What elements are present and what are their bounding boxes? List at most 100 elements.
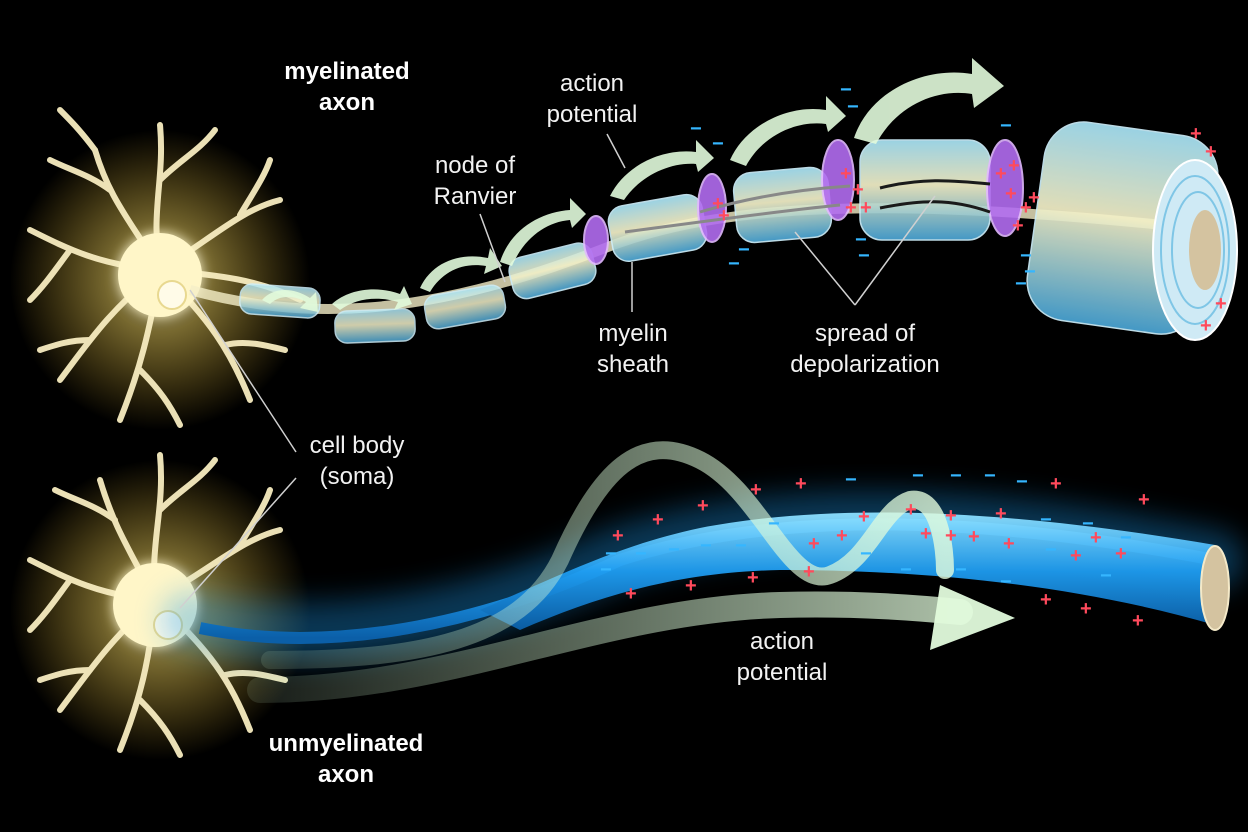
svg-text:+: +: [795, 473, 807, 495]
svg-text:−: −: [1082, 513, 1094, 535]
svg-text:−: −: [1000, 115, 1012, 137]
cell-body-label-line-1: cell body: [309, 432, 405, 459]
node-of-ranvier-label-line-2: Ranvier: [433, 183, 517, 210]
svg-text:−: −: [1000, 571, 1012, 593]
svg-text:−: −: [668, 539, 680, 561]
svg-text:+: +: [860, 197, 872, 219]
spread-of-depolarization-label-line-1: spread of: [814, 320, 916, 347]
svg-text:+: +: [920, 523, 932, 545]
svg-text:−: −: [860, 543, 872, 565]
myelinated-axon: [188, 121, 1238, 344]
svg-text:−: −: [690, 118, 702, 140]
svg-text:+: +: [1040, 589, 1052, 611]
svg-text:+: +: [1050, 473, 1062, 495]
svg-text:−: −: [1016, 471, 1028, 493]
svg-text:+: +: [968, 526, 980, 548]
svg-text:−: −: [700, 535, 712, 557]
plus-charges: ++++ ++++ ++++ ++++ ++++ ++++ +++: [612, 473, 1150, 632]
svg-text:−: −: [950, 465, 962, 487]
myelin-sheath-segments: [239, 121, 1219, 344]
svg-text:+: +: [1080, 598, 1092, 620]
action-potential-top-label: action potential: [522, 68, 662, 130]
svg-text:+: +: [845, 197, 857, 219]
action-potential-bottom-label: action potential: [712, 626, 852, 688]
svg-text:−: −: [728, 253, 740, 275]
continuous-conduction-arrows: [247, 441, 973, 703]
svg-text:+: +: [625, 583, 637, 605]
svg-text:−: −: [768, 513, 780, 535]
svg-text:−: −: [900, 559, 912, 581]
myelinated-axon-label: myelinated axon: [262, 56, 432, 118]
top-charges: ++ ++++ ++++++ ++++ −−−− −−−− −−−−: [690, 79, 1227, 337]
svg-text:+: +: [1003, 533, 1015, 555]
svg-text:+: +: [1200, 315, 1212, 337]
plus-charges: ++ ++++ ++++++ ++++: [712, 123, 1227, 337]
unmyelinated-axon-label-line-1: unmyelinated: [268, 730, 424, 757]
svg-text:+: +: [685, 575, 697, 597]
svg-text:−: −: [1040, 509, 1052, 531]
svg-text:−: −: [855, 229, 867, 251]
svg-text:+: +: [1138, 489, 1150, 511]
depolarization-arrows: [624, 179, 991, 234]
svg-text:+: +: [803, 561, 815, 583]
top-neuron-icon: [10, 107, 310, 430]
myelinated-axon-label-line-2: axon: [318, 89, 375, 116]
svg-text:+: +: [697, 495, 709, 517]
svg-text:−: −: [605, 543, 617, 565]
unmyelinated-axon-label: unmyelinated axon: [246, 728, 446, 790]
myelin-sheath-label-line-1: myelin: [598, 320, 668, 347]
bottom-charges: ++++ ++++ ++++ ++++ ++++ ++++ +++ −−−− −…: [600, 465, 1150, 632]
action-potential-bottom-label-line-2: potential: [736, 659, 828, 686]
svg-text:−: −: [1120, 527, 1132, 549]
leader-lines: [179, 133, 936, 609]
svg-text:+: +: [1205, 141, 1217, 163]
svg-text:−: −: [1100, 565, 1112, 587]
svg-text:+: +: [1020, 197, 1032, 219]
svg-text:−: −: [912, 465, 924, 487]
svg-text:+: +: [808, 533, 820, 555]
svg-text:−: −: [1015, 273, 1027, 295]
unmyelinated-axon: [161, 491, 1244, 661]
spread-of-depolarization-label-line-2: depolarization: [790, 351, 940, 378]
svg-text:+: +: [612, 525, 624, 547]
svg-text:−: −: [635, 543, 647, 565]
axon-cut-end: [1152, 159, 1238, 341]
saltatory-arrows: [262, 58, 1004, 312]
minus-charges: −−−− −−−− −−−− −−−− −−−− −: [600, 465, 1132, 593]
svg-text:+: +: [840, 163, 852, 185]
svg-text:−: −: [847, 96, 859, 118]
myelinated-axon-label-line-1: myelinated: [284, 58, 410, 85]
svg-text:+: +: [712, 193, 724, 215]
svg-text:+: +: [1215, 293, 1227, 315]
node-of-ranvier-label: node of Ranvier: [412, 150, 538, 212]
svg-text:+: +: [1070, 545, 1082, 567]
svg-text:+: +: [1008, 155, 1020, 177]
svg-text:+: +: [747, 567, 759, 589]
svg-text:+: +: [995, 163, 1007, 185]
spread-of-depolarization-label: spread of depolarization: [770, 318, 960, 380]
svg-text:−: −: [955, 559, 967, 581]
svg-text:+: +: [1190, 123, 1202, 145]
cell-body-label: cell body (soma): [292, 430, 422, 492]
svg-text:−: −: [1045, 539, 1057, 561]
svg-text:+: +: [1132, 610, 1144, 632]
svg-text:−: −: [712, 133, 724, 155]
svg-text:−: −: [984, 465, 996, 487]
svg-text:+: +: [750, 479, 762, 501]
myelin-sheath-label-line-2: sheath: [596, 351, 670, 378]
svg-text:+: +: [836, 525, 848, 547]
svg-text:+: +: [1090, 527, 1102, 549]
svg-text:+: +: [1115, 543, 1127, 565]
svg-text:−: −: [845, 469, 857, 491]
svg-text:+: +: [652, 509, 664, 531]
svg-text:−: −: [840, 79, 852, 101]
svg-text:−: −: [1020, 245, 1032, 267]
svg-text:+: +: [1005, 183, 1017, 205]
svg-text:−: −: [1024, 261, 1036, 283]
svg-text:−: −: [735, 535, 747, 557]
svg-text:+: +: [1012, 215, 1024, 237]
svg-text:+: +: [858, 506, 870, 528]
svg-text:+: +: [718, 205, 730, 227]
action-potential-top-label-line-2: potential: [546, 101, 638, 128]
